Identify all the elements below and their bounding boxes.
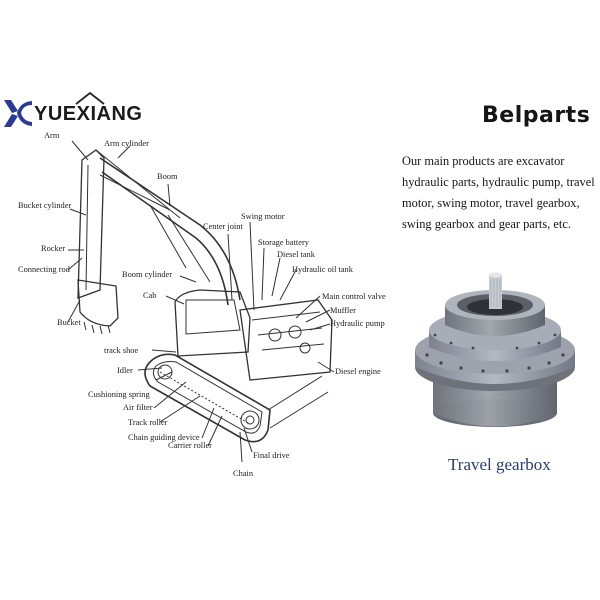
- label-cab: Cab: [143, 291, 157, 300]
- label-arm-cylinder: Arm cylinder: [104, 139, 149, 148]
- description-line: swing gearbox and gear parts, etc.: [402, 217, 571, 231]
- label-air-filter: Air filter: [123, 403, 153, 412]
- label-hydraulic-pump: Hydraulic pump: [330, 319, 385, 328]
- label-bucket: Bucket: [57, 318, 81, 327]
- label-track-shoe: track shoe: [104, 346, 139, 355]
- label-final-drive: Final drive: [253, 451, 290, 460]
- label-arm: Arm: [44, 131, 60, 140]
- description-line: hydraulic parts, hydraulic pump, travel: [402, 175, 595, 189]
- yuexiang-logo: YUEXIANG: [2, 91, 202, 131]
- yuexiang-mark-icon: [4, 100, 32, 127]
- label-swing-motor: Swing motor: [241, 212, 285, 221]
- description-line: Our main products are excavator: [402, 154, 565, 168]
- label-connecting-rod: Connecting rod: [18, 265, 70, 274]
- label-diesel-tank: Diesel tank: [277, 250, 315, 259]
- label-boom-cylinder: Boom cylinder: [122, 270, 173, 279]
- label-diesel-engine: Diesel engine: [335, 367, 381, 376]
- yuexiang-wordmark: YUEXIANG: [34, 103, 143, 125]
- label-carrier-roller: Carrier roller: [168, 441, 212, 450]
- label-storage-battery: Storage battery: [258, 238, 309, 247]
- label-chain-guiding-device: Chain guiding device: [128, 433, 200, 442]
- label-cushioning-spring: Cushioning spring: [88, 390, 150, 399]
- roof-icon: [75, 91, 105, 105]
- label-muffler: Muffler: [330, 306, 356, 315]
- label-track-roller: Track roller: [128, 418, 168, 427]
- product-caption: Travel gearbox: [448, 455, 551, 474]
- label-chain: Chain: [233, 469, 254, 478]
- excavator-diagram: [67, 140, 335, 463]
- label-hydraulic-oil-tank: Hydraulic oil tank: [292, 265, 353, 274]
- label-idler: Idler: [117, 366, 133, 375]
- description-line: motor, swing motor, travel gearbox,: [402, 196, 580, 210]
- travel-gearbox-image: [415, 272, 575, 427]
- label-center-joint: Center joint: [203, 222, 243, 231]
- product-description: Our main products are excavator hydrauli…: [402, 151, 597, 235]
- label-main-control-valve: Main control valve: [322, 292, 386, 301]
- label-boom: Boom: [157, 172, 178, 181]
- label-rocker: Rocker: [41, 244, 66, 253]
- belparts-logo: Belparts: [482, 103, 591, 128]
- label-bucket-cylinder: Bucket cylinder: [18, 201, 72, 210]
